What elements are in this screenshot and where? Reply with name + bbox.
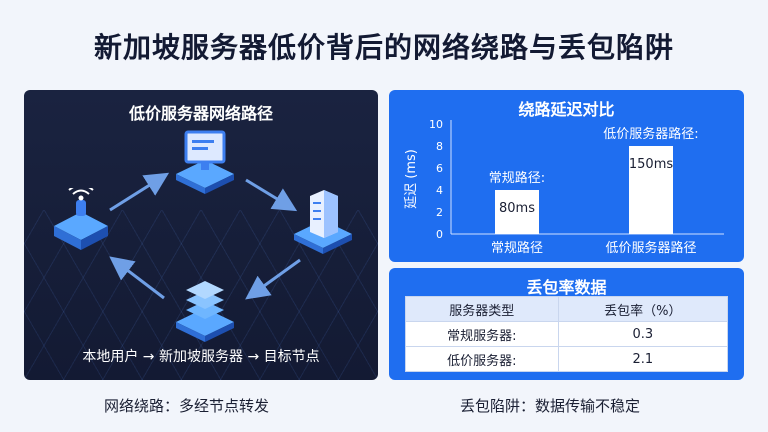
database-stack-icon xyxy=(170,274,240,344)
cell-loss-rate: 2.1 xyxy=(557,346,729,372)
header-loss-rate: 丢包率（%） xyxy=(557,296,729,322)
monitor-icon xyxy=(170,126,240,196)
y-tick-label: 2 xyxy=(436,206,443,219)
cell-loss-rate: 0.3 xyxy=(557,321,729,347)
bar-annotation: 常规路径: xyxy=(489,170,545,186)
latency-chart: 0 2 4 6 8 10 延迟 (ms) 80ms 常规路径: 常规路径 150ms 低价服务器路径:… xyxy=(404,118,724,256)
bar-annotation: 低价服务器路径: xyxy=(603,126,698,142)
table-header-row: 服务器类型 丢包率（%） xyxy=(405,296,729,322)
bar xyxy=(629,146,673,234)
header-server-type: 服务器类型 xyxy=(405,296,559,322)
right-bottom-caption: 丢包陷阱：数据传输不稳定 xyxy=(460,397,641,415)
latency-chart-panel: 绕路延迟对比 0 2 4 6 8 10 延迟 (ms) 80ms 常规路径: 常规路径 150ms 低… xyxy=(389,90,744,262)
network-path-caption: 本地用户 → 新加坡服务器 → 目标节点 xyxy=(82,349,320,365)
bar-value-label: 80ms xyxy=(499,201,535,216)
latency-chart-title: 绕路延迟对比 xyxy=(518,100,615,119)
cell-server-type: 常规服务器: xyxy=(405,321,559,347)
left-bottom-caption: 网络绕路：多经节点转发 xyxy=(104,397,270,415)
page-title: 新加坡服务器低价背后的网络绕路与丢包陷阱 xyxy=(93,31,674,64)
y-tick-label: 0 xyxy=(436,228,443,241)
x-category-label: 低价服务器路径 xyxy=(605,240,696,256)
server-icon xyxy=(288,186,358,256)
y-tick-label: 4 xyxy=(436,184,443,197)
packet-loss-table: 服务器类型 丢包率（%） 常规服务器: 0.3 低价服务器: 2.1 xyxy=(405,296,729,372)
y-tick-label: 8 xyxy=(436,140,443,153)
bar-value-label: 150ms xyxy=(629,157,673,172)
network-path-title: 低价服务器网络路径 xyxy=(128,104,273,123)
y-axis-label: 延迟 (ms) xyxy=(404,149,419,209)
cell-server-type: 低价服务器: xyxy=(405,346,559,372)
packet-loss-title: 丢包率数据 xyxy=(526,278,607,297)
packet-loss-panel: 丢包率数据 服务器类型 丢包率（%） 常规服务器: 0.3 低价服务器: 2.1 xyxy=(389,268,744,380)
bar xyxy=(495,190,539,234)
y-tick-label: 6 xyxy=(436,162,443,175)
router-icon xyxy=(46,188,116,258)
path-arrows xyxy=(109,172,301,300)
table-row: 低价服务器: 2.1 xyxy=(405,346,729,372)
x-category-label: 常规路径 xyxy=(491,240,543,256)
network-path-panel: 低价服务器网络路径 xyxy=(24,90,378,380)
table-row: 常规服务器: 0.3 xyxy=(405,321,729,347)
y-tick-label: 10 xyxy=(429,118,443,131)
